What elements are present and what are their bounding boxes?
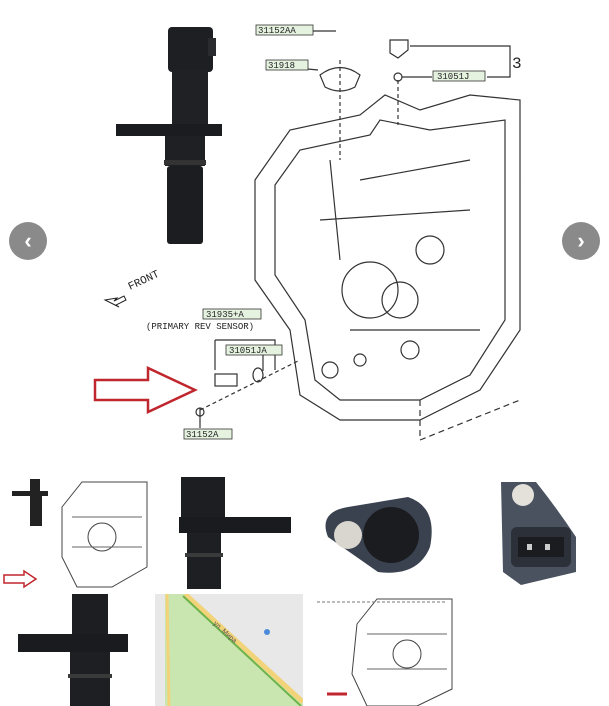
thumbnail-5[interactable] (2, 594, 150, 706)
sensor-connector-thumbnail (501, 482, 576, 585)
diagram-thumbnail (3, 479, 148, 589)
svg-text:31152A: 31152A (186, 430, 219, 440)
thumbnail-4[interactable] (461, 477, 609, 589)
sensor-closeup-thumbnail (18, 594, 128, 706)
thumbnail-3[interactable] (308, 477, 456, 589)
main-image[interactable]: 31152AA 31918 31051J 3 31935+A (PRIMARY … (0, 0, 609, 465)
thumbnail-6-map[interactable]: ул. Мира (155, 594, 303, 706)
prev-image-button[interactable]: ‹ (9, 222, 47, 260)
part-labels: 31152AA 31918 31051J 3 31935+A (PRIMARY … (103, 24, 522, 440)
thumbnail-7[interactable] (307, 594, 455, 706)
map-thumbnail: ул. Мира (155, 594, 303, 706)
thumbnail-2[interactable] (157, 477, 305, 589)
svg-text:FRONT: FRONT (127, 269, 162, 294)
svg-text:3: 3 (512, 55, 522, 73)
sensor-side-thumbnail (179, 477, 291, 589)
chevron-left-icon: ‹ (24, 228, 32, 253)
sensor-bottom-thumbnail (325, 497, 432, 573)
svg-text:31935+A: 31935+A (206, 310, 244, 320)
svg-text:31051J: 31051J (437, 72, 469, 82)
product-diagram-image: 31152AA 31918 31051J 3 31935+A (PRIMARY … (93, 24, 522, 441)
transmission-drawing (195, 30, 521, 441)
svg-text:31152AA: 31152AA (258, 26, 296, 36)
svg-text:31051JA: 31051JA (229, 346, 267, 356)
thumbnail-1[interactable] (2, 477, 150, 589)
svg-text:31918: 31918 (268, 61, 295, 71)
chevron-right-icon: › (577, 228, 585, 253)
sensor-photo (116, 27, 222, 244)
diagram-thumbnail (317, 598, 453, 706)
next-image-button[interactable]: › (562, 222, 600, 260)
svg-text:(PRIMARY REV SENSOR): (PRIMARY REV SENSOR) (146, 322, 254, 332)
red-arrow (93, 366, 198, 414)
